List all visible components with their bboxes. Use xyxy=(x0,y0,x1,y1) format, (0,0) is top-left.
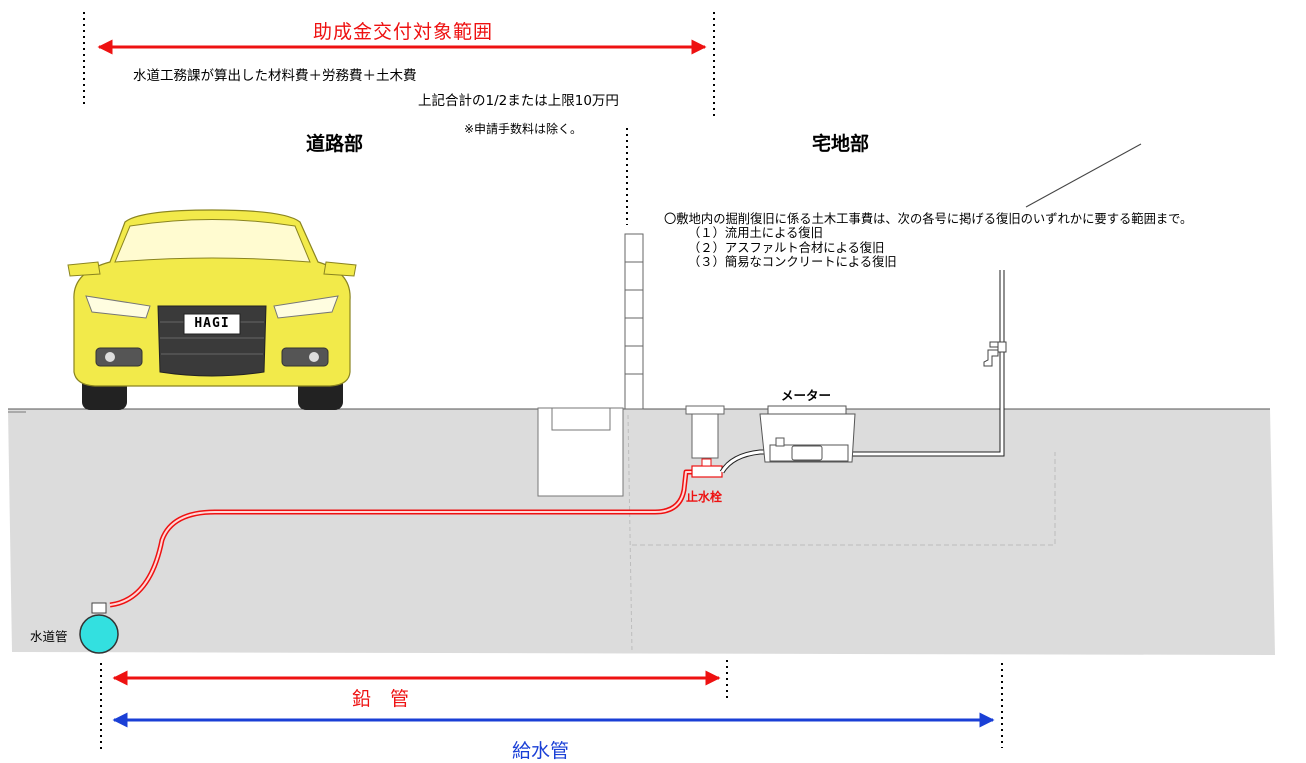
callout-leader-line xyxy=(1025,143,1142,208)
boundary-line-faint xyxy=(627,414,633,653)
fee-exclusion-note: ※申請手数料は除く。 xyxy=(464,122,583,136)
road-section-label: 道路部 xyxy=(306,133,364,155)
water-main-label: 水道管 xyxy=(30,629,68,644)
lead-pipe-label: 鉛 管 xyxy=(352,688,410,710)
residential-section-label: 宅地部 xyxy=(812,133,870,155)
restoration-intro: 〇敷地内の掘削復旧に係る土木工事費は、次の各号に掲げる復旧のいずれかに要する範囲… xyxy=(664,212,1193,226)
license-plate-text: HAGI xyxy=(194,316,230,331)
subsidy-amount-text: 上記合計の1/2または上限10万円 xyxy=(418,93,619,109)
cost-breakdown-text: 水道工務課が算出した材料費＋労務費＋土木費 xyxy=(133,68,417,84)
lead-pipe-inner xyxy=(109,471,700,606)
faucet xyxy=(983,341,1007,367)
meter-label: メーター xyxy=(781,388,832,403)
stopcock-label: 止水栓 xyxy=(686,490,723,504)
service-pipe-lot-inner xyxy=(720,270,1004,473)
restoration-item: （３）簡易なコンクリートによる復旧 xyxy=(688,255,897,269)
restoration-item: （１）流用土による復旧 xyxy=(688,226,823,240)
subsidy-scope-label: 助成金交付対象範囲 xyxy=(312,21,493,43)
restoration-item: （２）アスファルト合材による復旧 xyxy=(688,241,885,255)
stopcock-box xyxy=(685,405,725,459)
gutter-box xyxy=(537,407,624,497)
meter-box xyxy=(759,405,856,463)
service-pipe-label: 給水管 xyxy=(512,740,570,762)
car-illustration xyxy=(67,209,357,410)
block-wall xyxy=(624,233,644,410)
water-main xyxy=(79,602,119,654)
lot-trench-outline xyxy=(632,452,1056,546)
ground xyxy=(8,409,1275,655)
